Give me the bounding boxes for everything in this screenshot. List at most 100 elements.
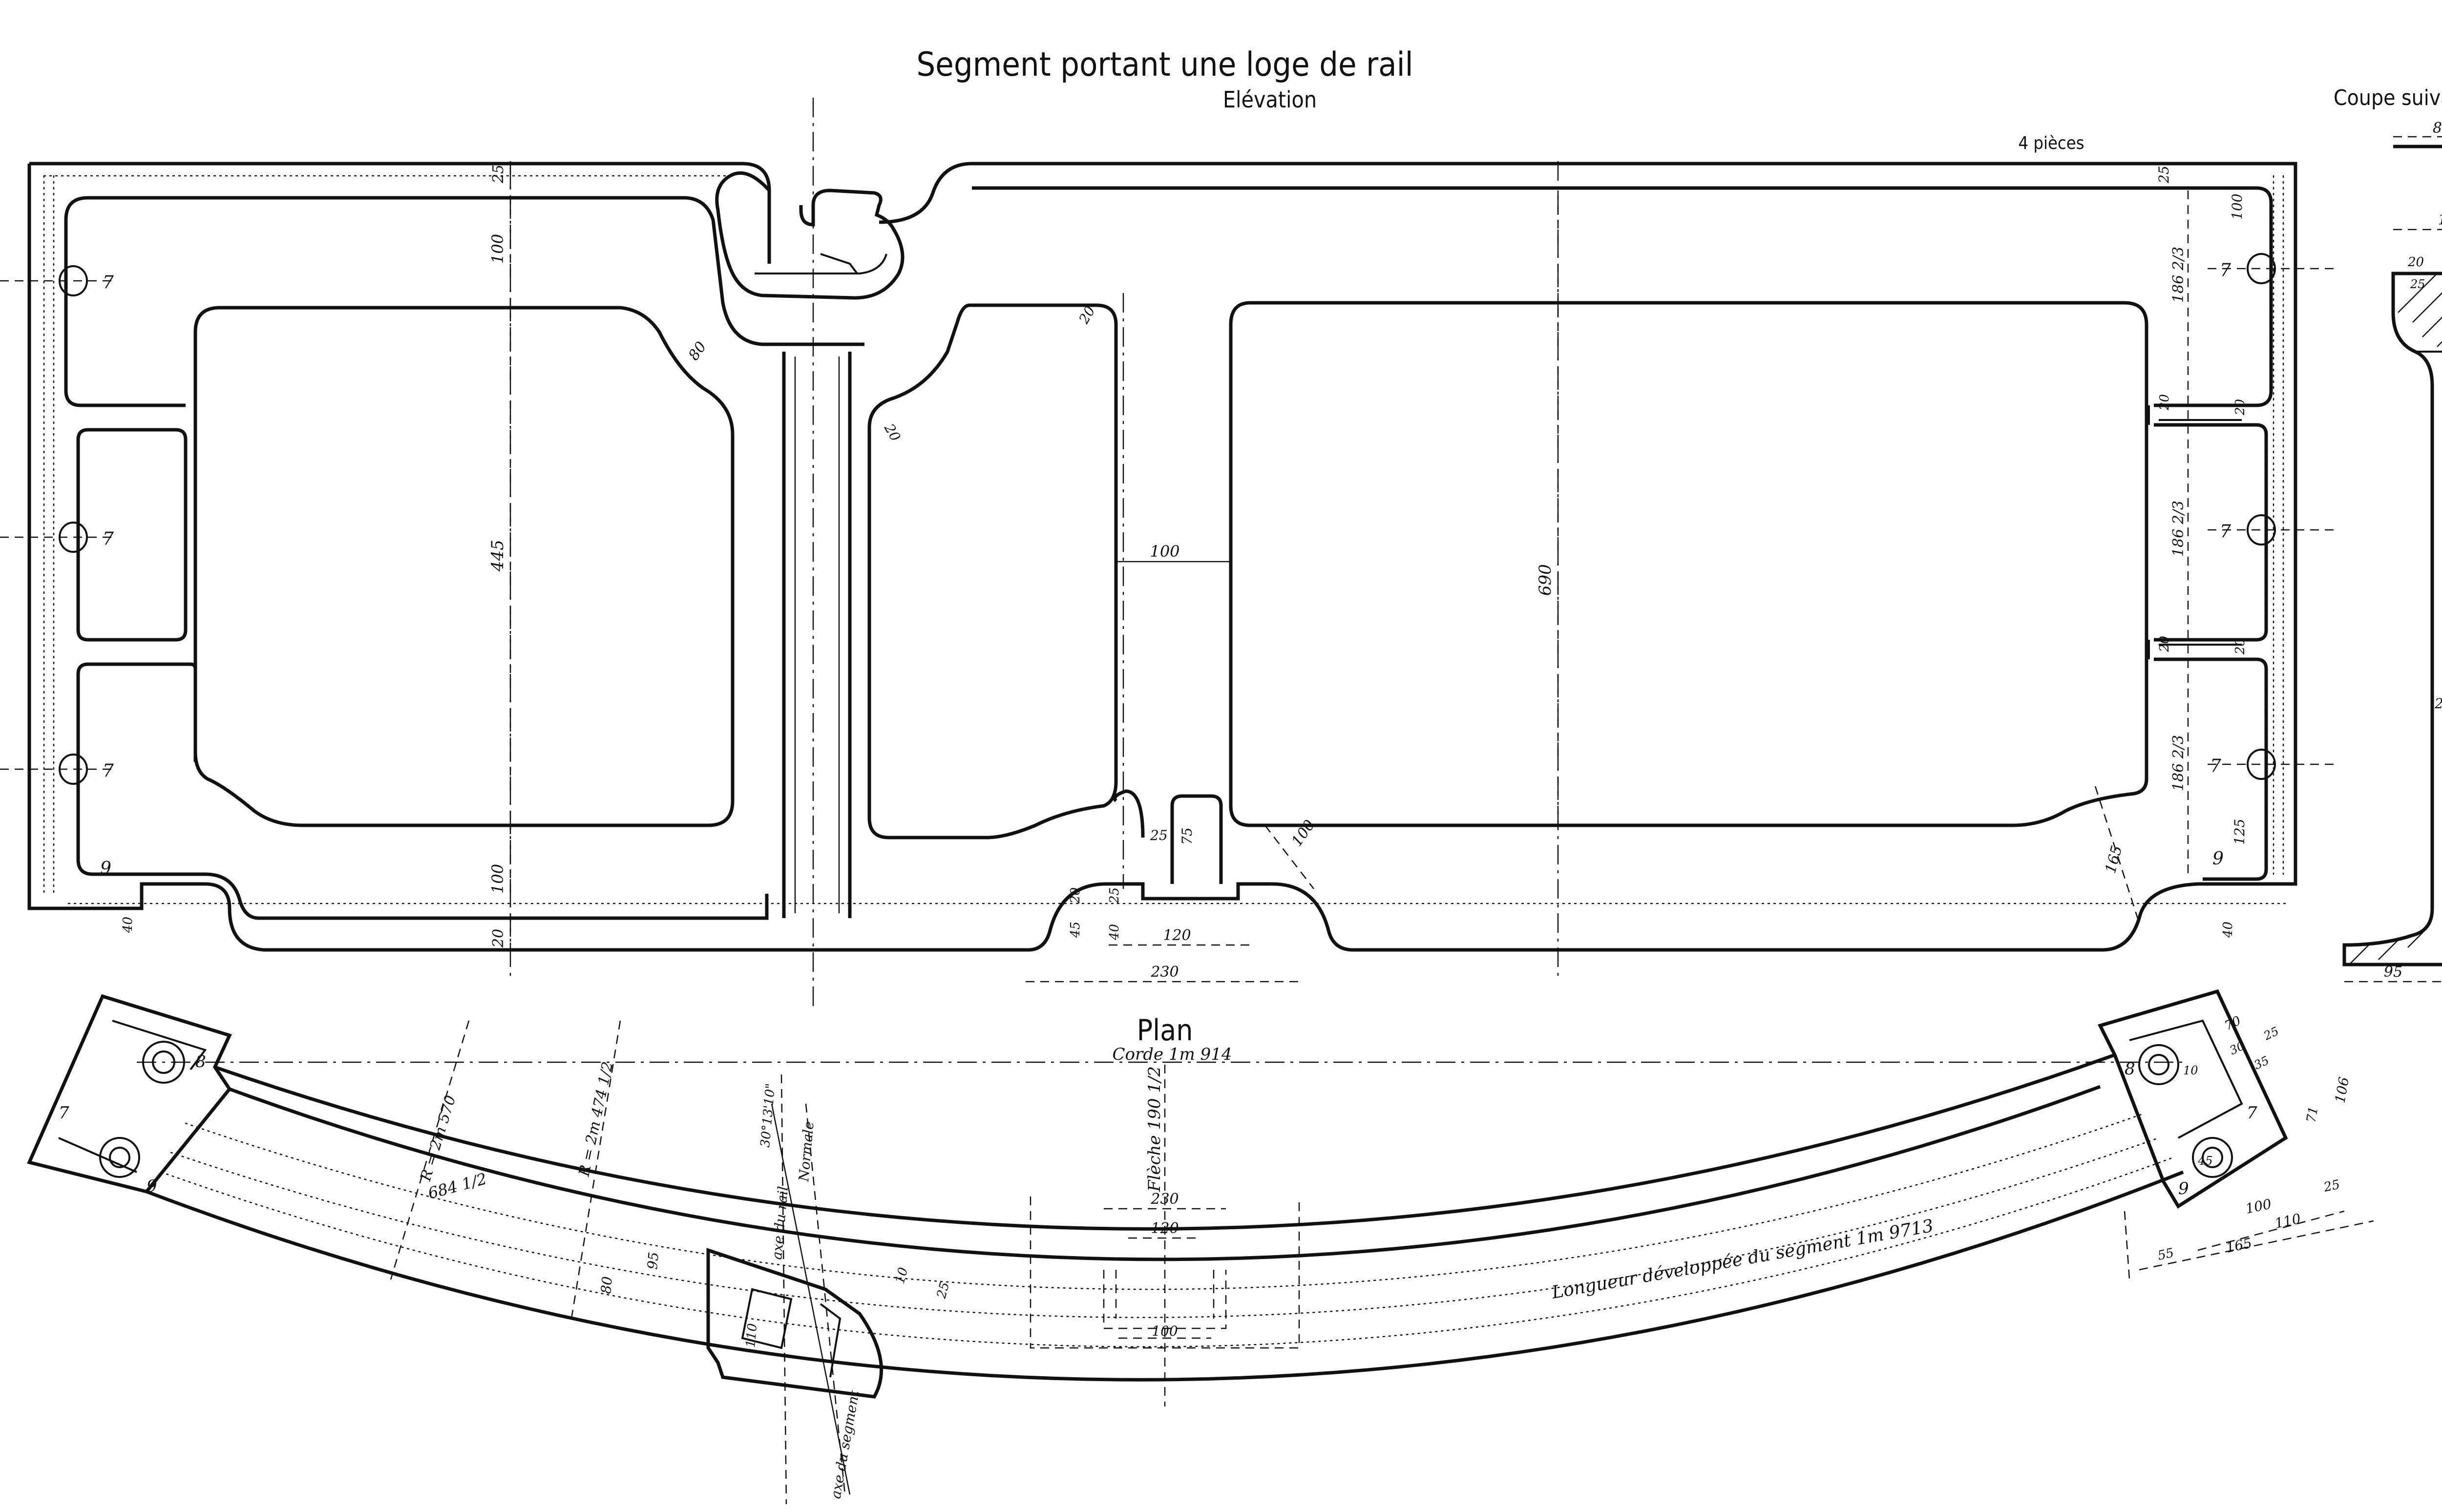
label-9-left: 9 xyxy=(100,859,111,879)
label-9-right: 9 xyxy=(2212,849,2224,869)
dim-40-left: 40 xyxy=(121,917,135,933)
plan-55-label: 55 xyxy=(2156,1246,2175,1263)
right-small-slots xyxy=(2148,405,2242,659)
central-rib xyxy=(769,342,864,918)
section-dim-80-label: 80 xyxy=(2433,120,2442,137)
angle-line xyxy=(771,1103,851,1495)
dim-100-right: 100 xyxy=(2229,194,2245,220)
right-end-inner xyxy=(2129,1019,2243,1139)
dim-690: 690 xyxy=(1536,564,1555,596)
dim-20-r1: 20 xyxy=(2157,394,2172,411)
label-7-6: 7 xyxy=(2210,756,2221,776)
left-bolt-top xyxy=(142,1041,185,1084)
fleche-label: Flèche 190 1/2 xyxy=(1145,1066,1164,1192)
label-7-3: 7 xyxy=(103,761,114,781)
right-bolt-bottom xyxy=(2192,1137,2233,1178)
plan-view: Corde 1m 914 Flèche 190 1/2 Longueur dév… xyxy=(27,989,2374,1505)
dotted-contour-left xyxy=(43,175,734,895)
dotted-arc-1 xyxy=(170,1137,2160,1318)
plan-100-label: 100 xyxy=(1152,1323,1178,1339)
rail-hook-inner xyxy=(755,253,887,274)
dim-20-r2: 20 xyxy=(2233,399,2248,416)
central-rib-inner xyxy=(794,357,840,913)
elevation-view: 25 100 445 100 20 80 20 20 100 690 25 10… xyxy=(0,98,2335,1011)
right-dim-lines-3 xyxy=(2197,1210,2345,1251)
label-7-1: 7 xyxy=(103,273,114,293)
section-hatching xyxy=(2349,273,2442,965)
plan-8-right: 8 xyxy=(2125,1059,2135,1079)
dim-186-a: 186 2/3 xyxy=(2170,247,2187,303)
plan-7-right: 7 xyxy=(2247,1103,2257,1123)
bolt-holes-right xyxy=(2208,253,2335,780)
dim-125: 125 xyxy=(2231,819,2248,845)
dim-45: 45 xyxy=(1068,922,1083,938)
plan-230-label: 230 xyxy=(1150,1191,1179,1208)
plan-9-left: 9 xyxy=(147,1176,157,1196)
dim-25-top-left: 25 xyxy=(490,165,507,184)
angle-label: 30°13'10" xyxy=(758,1083,778,1148)
plan-title: Plan xyxy=(1137,1013,1193,1048)
normale-label: Normale xyxy=(796,1121,817,1183)
left-bolt-bottom-inner xyxy=(109,1147,130,1168)
dim-20-mid: 20 xyxy=(1068,887,1083,904)
plan-7-left: 7 xyxy=(59,1103,69,1123)
dim-40: 40 xyxy=(1107,924,1122,941)
plan-45-right-label: 45 xyxy=(2197,1154,2213,1168)
plan-70-label: 70 xyxy=(2222,1013,2243,1033)
plan-165-right-label: 165 xyxy=(2225,1235,2253,1256)
r2-label: R = 2m 474 1/2 xyxy=(575,1060,616,1178)
bolt-holes-left xyxy=(0,265,112,785)
label-7-5: 7 xyxy=(2220,522,2231,542)
dim-25-top-right: 25 xyxy=(2156,166,2172,184)
plan-10-right-label: 10 xyxy=(2183,1064,2198,1077)
dim-20-corner-b: 20 xyxy=(881,420,904,444)
section-ab-view: 80 110 20 25 35 30 20 95 xyxy=(2342,120,2442,983)
rail-hook xyxy=(715,171,905,300)
dim-25-mid2: 25 xyxy=(1107,887,1122,904)
section-dim-20-label: 20 xyxy=(2407,255,2424,270)
label-7-2: 7 xyxy=(103,529,114,549)
radius-line-2 xyxy=(570,1020,621,1319)
rail-lodge xyxy=(706,1248,884,1399)
plan-110-right-label: 110 xyxy=(2274,1210,2302,1231)
plan-25-label: 25 xyxy=(934,1281,953,1301)
dim-20-bottom: 20 xyxy=(490,929,507,948)
plan-8-left: 8 xyxy=(195,1052,206,1071)
corde-label: Corde 1m 914 xyxy=(1112,1045,1232,1064)
dim-100-a: 100 xyxy=(488,234,507,264)
dim-25-mid: 25 xyxy=(1150,827,1168,843)
right-bolt-top xyxy=(2138,1044,2179,1085)
section-dim-25-label: 25 xyxy=(2410,277,2425,291)
section-dim-20-web-label: 20 xyxy=(2434,695,2442,712)
plan-100-right-label: 100 xyxy=(2244,1196,2273,1217)
left-pocket xyxy=(193,306,735,827)
left-small-pocket-2 xyxy=(76,662,197,876)
radius-line-1 xyxy=(390,1020,470,1280)
plan-25-side-label: 25 xyxy=(2261,1024,2281,1043)
section-outline xyxy=(2342,145,2442,966)
left-bolt-bottom xyxy=(99,1137,140,1178)
dim-100-mid: 100 xyxy=(1150,542,1179,561)
section-title: Coupe suivant xyxy=(2334,85,2442,110)
left-end-plate xyxy=(27,994,232,1194)
dim-120: 120 xyxy=(1163,927,1191,944)
dim-80-fillet: 80 xyxy=(685,338,710,363)
dim-20-r3: 20 xyxy=(2157,636,2172,652)
right-bolt-bottom-inner xyxy=(2202,1147,2223,1168)
middle-pocket xyxy=(867,303,1118,840)
section-hatch-area xyxy=(2392,273,2442,353)
section-dim-110-label: 110 xyxy=(2438,211,2442,229)
dim-100-b: 100 xyxy=(488,864,507,894)
axe-segment-label: axe du segment xyxy=(827,1389,863,1500)
normale-line xyxy=(805,1103,846,1495)
label-7-4: 7 xyxy=(2220,260,2231,280)
plan-10-label: 10 xyxy=(893,1266,911,1285)
right-bolt-top-inner xyxy=(2148,1054,2169,1075)
left-column-outline xyxy=(64,196,769,407)
plan-106-label: 106 xyxy=(2332,1076,2352,1104)
dim-230: 230 xyxy=(1150,964,1179,981)
plan-110-mid-label: 110 xyxy=(743,1323,760,1348)
dim-20-r4: 20 xyxy=(2233,638,2248,655)
plan-9-right: 9 xyxy=(2178,1179,2189,1198)
